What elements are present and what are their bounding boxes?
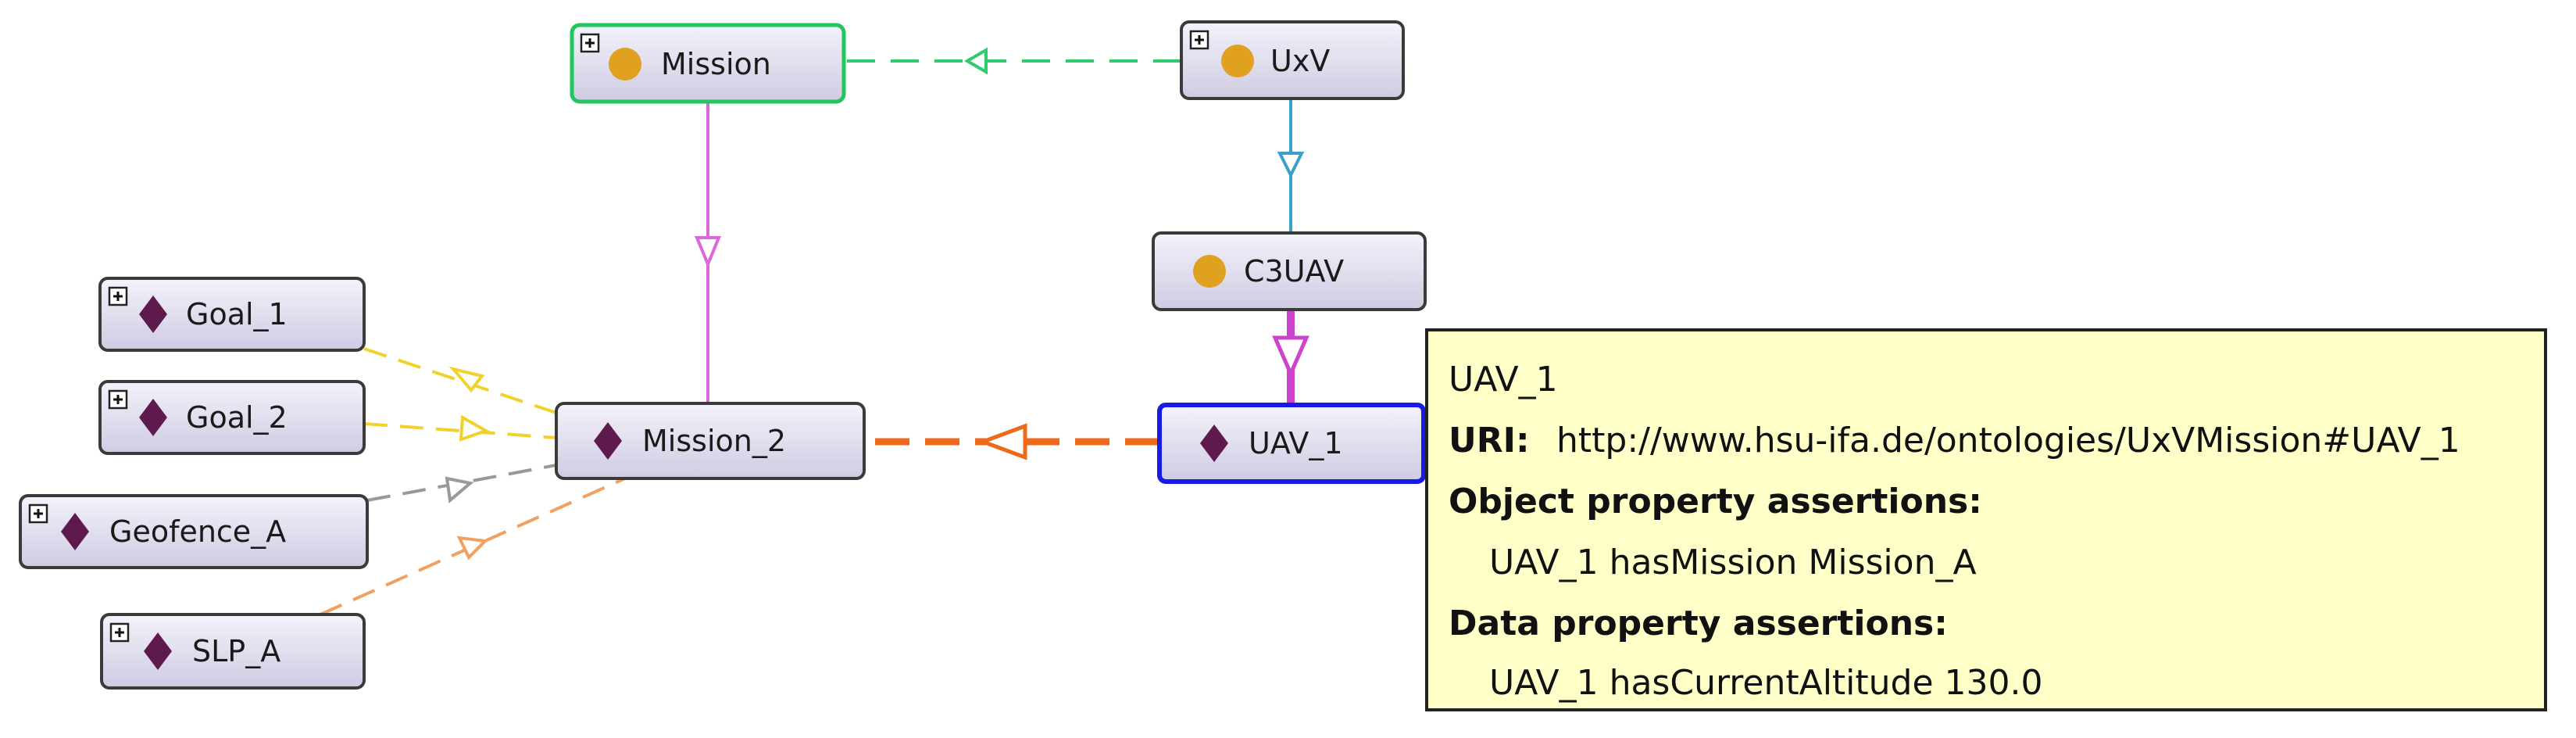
edge-arrowhead — [977, 423, 1027, 460]
tooltip-object-heading: Object property assertions: — [1449, 482, 1982, 521]
expand-icon[interactable] — [108, 286, 128, 306]
edge-arrowhead — [445, 476, 474, 503]
node-uav-1[interactable]: UAV_1 — [1157, 403, 1426, 484]
tooltip: UAV_1 URI: http://www.hsu-ifa.de/ontolog… — [1425, 328, 2547, 711]
edge-arrowhead — [695, 236, 721, 269]
edge-uav1-to-mission2[interactable] — [864, 423, 1159, 460]
node-label: UAV_1 — [1249, 426, 1343, 460]
node-label: UxV — [1270, 44, 1330, 78]
node-label: Mission — [661, 47, 771, 81]
edge-c3uav-to-uxv[interactable] — [1277, 99, 1305, 233]
node-label: Mission_2 — [642, 424, 786, 458]
individual-diamond-icon — [139, 296, 167, 333]
expand-icon[interactable] — [109, 622, 130, 643]
edge-uav1-to-c3uav[interactable] — [1272, 310, 1309, 405]
node-goal-1[interactable]: Goal_1 — [98, 277, 366, 352]
edge-slp-to-mission2[interactable] — [320, 477, 626, 616]
edge-arrowhead — [1272, 335, 1309, 379]
edge-mission2-to-mission[interactable] — [695, 102, 721, 402]
edge-geofence-to-mission2[interactable] — [366, 464, 557, 503]
node-label: Goal_1 — [186, 297, 288, 331]
tooltip-object-assertion: UAV_1 hasMission Mission_A — [1489, 543, 1977, 582]
individual-diamond-icon — [1200, 425, 1228, 462]
edge-arrowhead — [1277, 152, 1305, 179]
class-circle-icon — [1221, 45, 1254, 77]
node-label: Goal_2 — [186, 400, 288, 435]
edge-arrowhead — [459, 414, 490, 442]
node-mission-2[interactable]: Mission_2 — [555, 402, 866, 480]
tooltip-uri-label: URI: — [1449, 421, 1530, 460]
expand-icon[interactable] — [28, 503, 48, 524]
expand-icon[interactable] — [108, 389, 128, 410]
node-c3uav[interactable]: C3UAV — [1152, 231, 1427, 311]
node-label: Geofence_A — [109, 514, 286, 549]
tooltip-uri-value: http://www.hsu-ifa.de/ontologies/UxVMiss… — [1556, 421, 2460, 460]
edge-arrowhead — [964, 47, 988, 75]
node-uxv[interactable]: UxV — [1180, 20, 1405, 100]
node-geofence-a[interactable]: Geofence_A — [19, 494, 369, 569]
tooltip-data-heading: Data property assertions: — [1449, 604, 1948, 643]
edge-arrowhead — [456, 536, 489, 561]
edge-goal1-to-mission2[interactable] — [363, 347, 557, 414]
edge-arrowhead — [448, 366, 485, 393]
tooltip-title: UAV_1 — [1449, 360, 1558, 399]
individual-diamond-icon — [594, 422, 622, 460]
edge-goal2-to-mission2[interactable] — [363, 414, 557, 442]
node-label: C3UAV — [1244, 254, 1344, 288]
expand-icon[interactable] — [1189, 30, 1209, 50]
individual-diamond-icon — [144, 632, 172, 670]
node-goal-2[interactable]: Goal_2 — [98, 380, 366, 455]
node-mission[interactable]: Mission — [570, 23, 846, 104]
class-circle-icon — [609, 48, 641, 81]
node-label: SLP_A — [192, 634, 280, 668]
expand-icon[interactable] — [580, 33, 600, 53]
tooltip-data-assertion: UAV_1 hasCurrentAltitude 130.0 — [1489, 663, 2043, 703]
node-slp-a[interactable]: SLP_A — [100, 613, 366, 690]
individual-diamond-icon — [61, 513, 89, 550]
class-circle-icon — [1193, 255, 1226, 288]
edge-uxv-to-mission[interactable] — [844, 47, 1181, 75]
individual-diamond-icon — [139, 399, 167, 436]
